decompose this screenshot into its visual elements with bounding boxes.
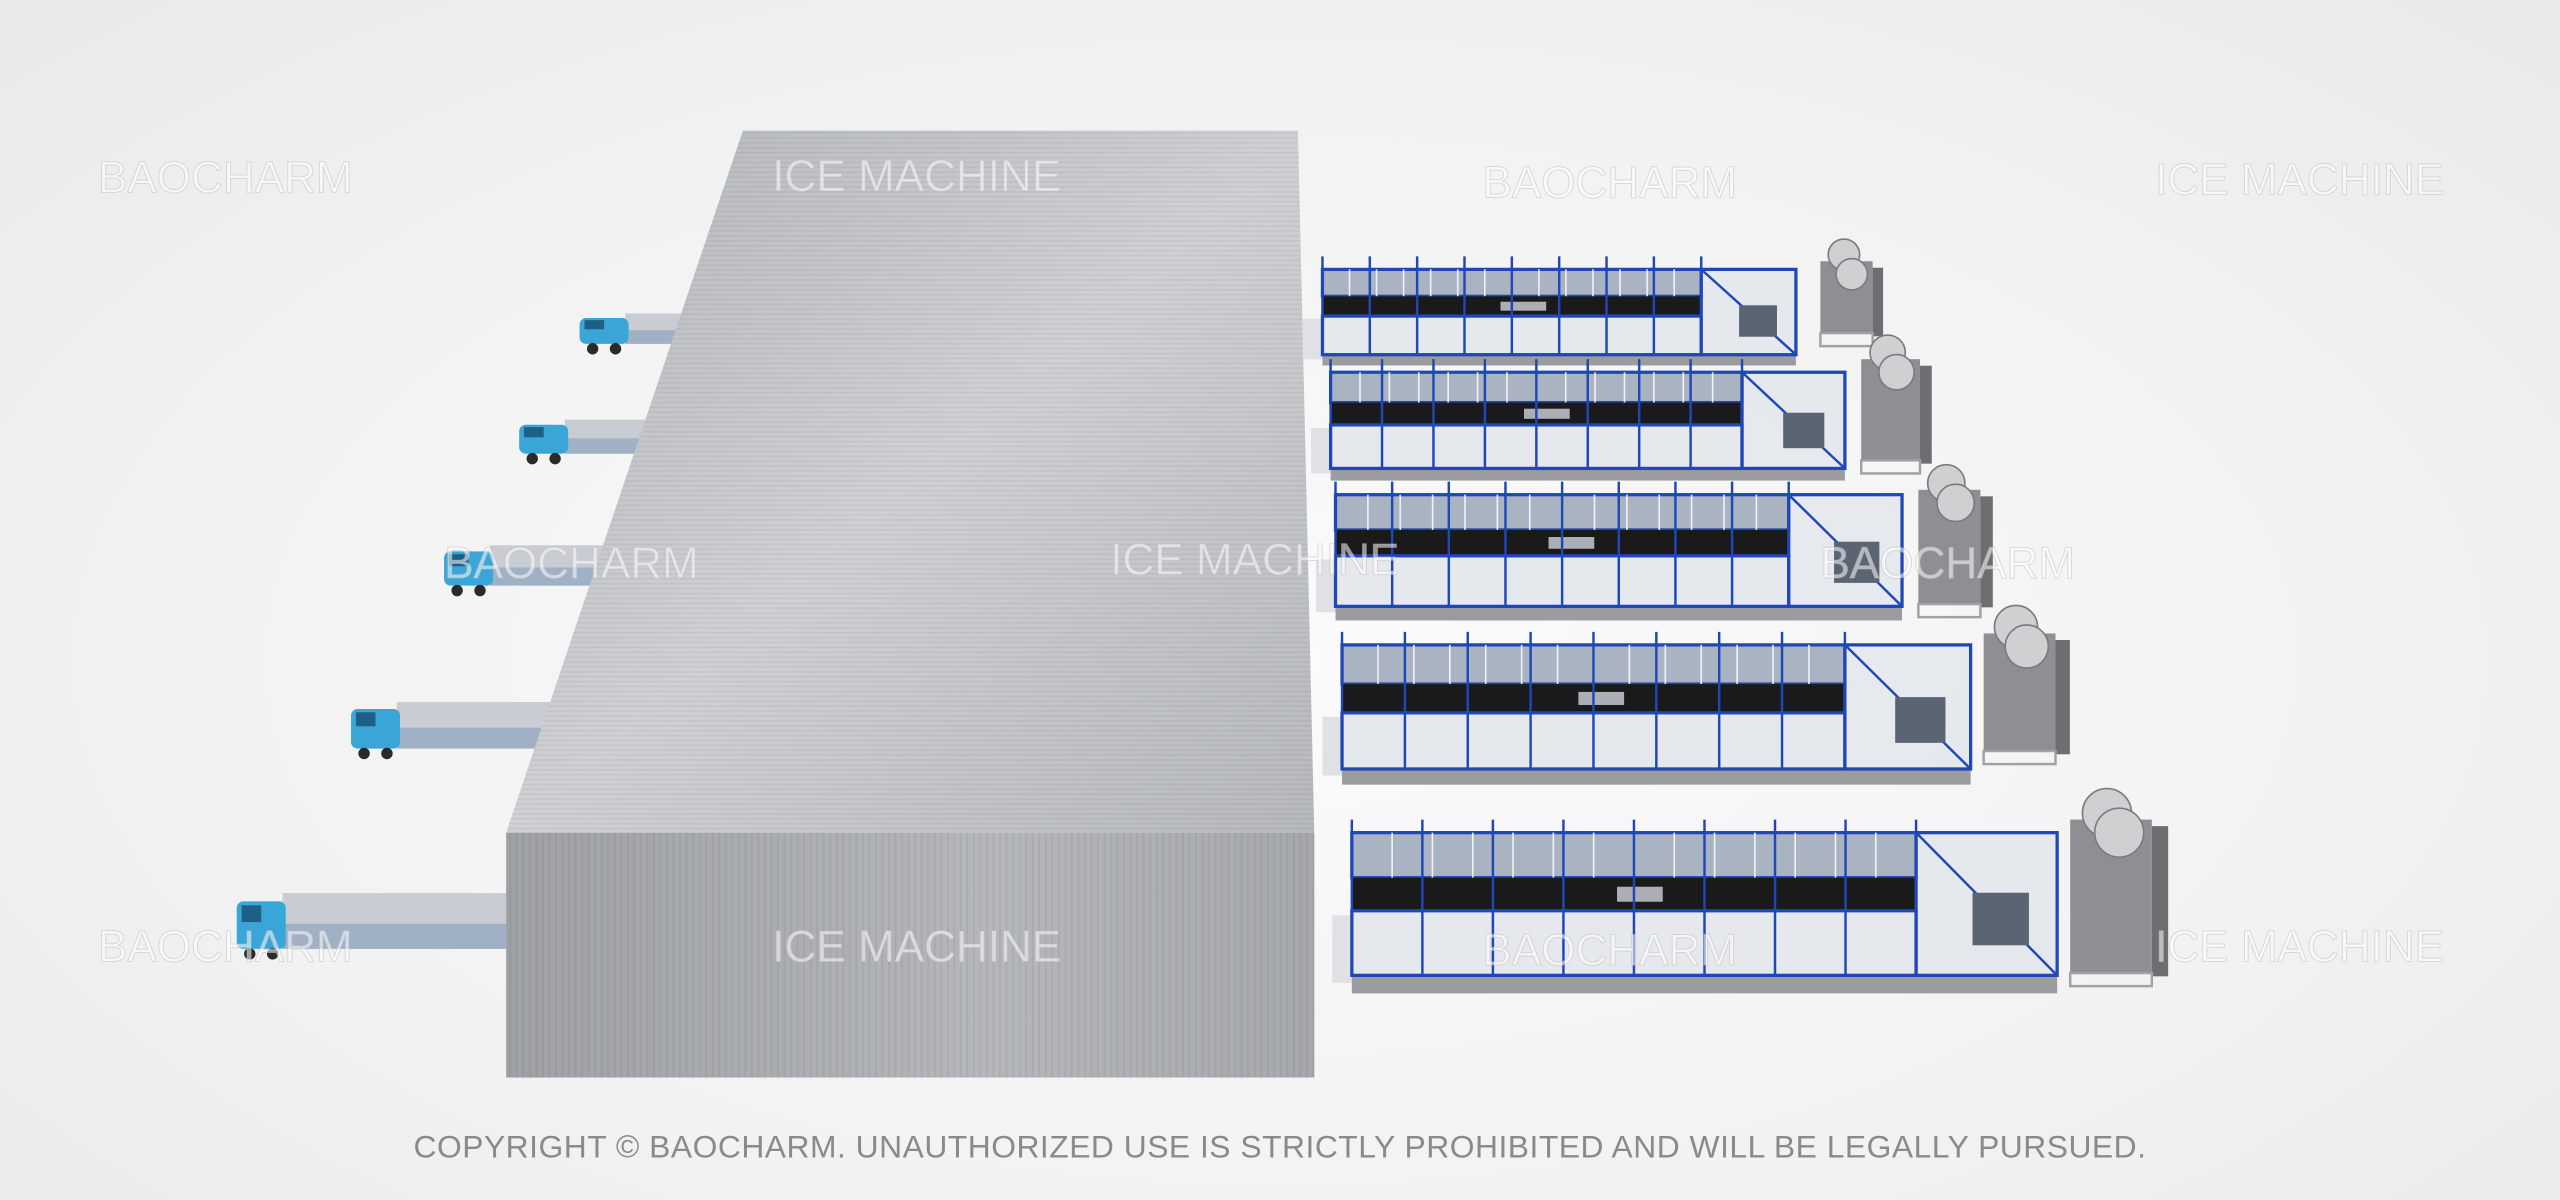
truck-wheel: [381, 747, 393, 760]
evaporative-condenser: [2068, 787, 2169, 988]
ice-conveyor: [1322, 716, 1346, 776]
truck-wheel: [609, 343, 622, 355]
truck-wheel: [266, 948, 279, 960]
watermark-group: BAOCHARM ICE MACHINE BAOCHARM ICE MACHINE BA…: [97, 152, 2444, 976]
evaporative-condenser: [1917, 463, 1993, 619]
watermark-text: BAOCHARM: [1820, 539, 2075, 588]
ice-conveyor: [1311, 427, 1334, 474]
evaporative-condenser: [1819, 238, 1884, 348]
watermark-text: BAOCHARM: [1482, 926, 1737, 975]
copyright-notice: COPYRIGHT © BAOCHARM. UNAUTHORIZED USE I…: [414, 1129, 2147, 1165]
brand-logo: [1523, 408, 1570, 419]
watermark-text: BAOCHARM: [98, 923, 353, 972]
watermark-text: ICE MACHINE: [2155, 155, 2444, 204]
block-ice-machine: [1302, 256, 1798, 366]
compressor: [1834, 541, 1880, 583]
block-ice-machine: [1311, 359, 1847, 481]
watermark-text: ICE MACHINE: [772, 923, 1061, 972]
ice-conveyor: [1302, 318, 1326, 360]
brand-logo: [1500, 301, 1547, 311]
ice-conveyor: [1315, 559, 1339, 613]
cold-storage-warehouse: [506, 130, 1315, 1078]
truck-wheel: [586, 343, 599, 355]
watermark-text: ICE MACHINE: [772, 152, 1061, 201]
watermark-text: BAOCHARM: [98, 154, 353, 203]
block-ice-machine: [1332, 819, 2059, 994]
truck-wheel: [474, 584, 486, 597]
fan-icon: [1936, 483, 1976, 523]
fan-icon: [1835, 257, 1869, 291]
fan-icon: [2004, 624, 2050, 669]
evaporative-condenser: [1982, 604, 2070, 766]
watermark-text: ICE MACHINE: [1110, 536, 1399, 585]
fan-icon: [1878, 353, 1915, 391]
evaporative-condenser: [1860, 334, 1932, 475]
brand-logo: [1548, 537, 1595, 549]
truck-wheel: [358, 747, 370, 760]
block-ice-machine: [1315, 481, 1904, 621]
brand-logo: [1617, 886, 1663, 902]
truck-wheel: [526, 452, 538, 465]
block-ice-machine-group: [1302, 256, 2059, 994]
brand-logo: [1578, 691, 1625, 705]
compressor: [1739, 305, 1777, 337]
truck-wheel: [451, 584, 463, 597]
watermark-text: ICE MACHINE: [2155, 923, 2444, 972]
compressor: [1972, 892, 2029, 946]
watermark-text: BAOCHARM: [1482, 159, 1737, 208]
truck-wheel: [244, 948, 256, 960]
ice-conveyor: [1332, 915, 1356, 983]
fan-icon: [2093, 807, 2145, 858]
condenser-group: [1819, 238, 2169, 988]
watermark-text: BAOCHARM: [444, 539, 699, 588]
compressor: [1895, 697, 1946, 743]
truck-wheel: [549, 452, 561, 465]
block-ice-machine: [1322, 631, 1973, 785]
compressor: [1783, 412, 1825, 449]
